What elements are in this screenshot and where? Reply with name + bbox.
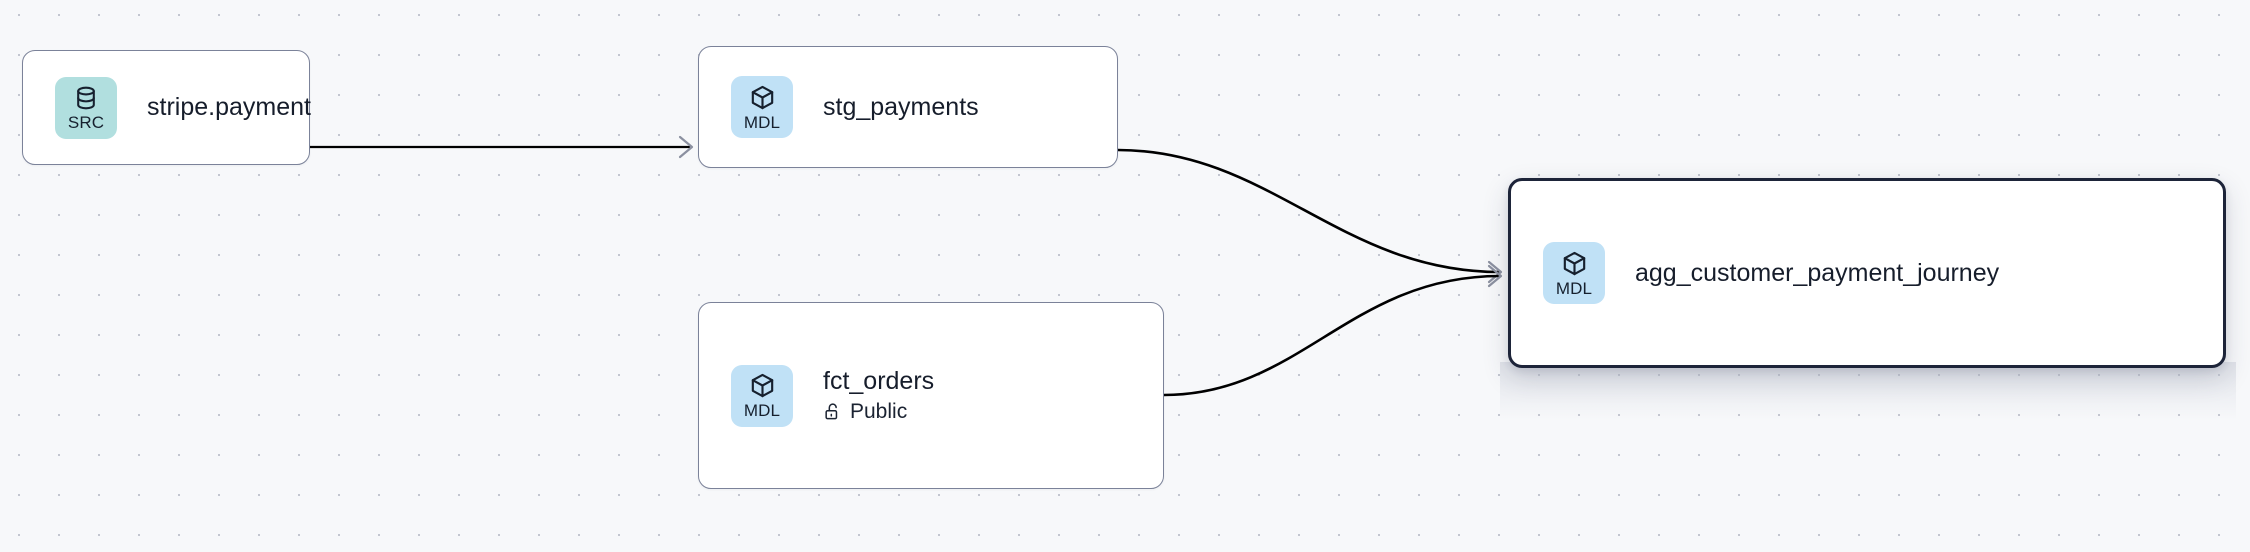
arrowhead-icon xyxy=(1487,260,1503,284)
node-type-badge-mdl: MDL xyxy=(1543,242,1605,304)
node-type-badge-mdl: MDL xyxy=(731,364,793,427)
node-stg-payments[interactable]: MDL stg_payments xyxy=(698,46,1118,168)
unlock-icon xyxy=(825,403,838,420)
node-title: stg_payments xyxy=(823,92,979,121)
node-title: fct_orders xyxy=(823,367,935,396)
node-type-badge-label: MDL xyxy=(743,112,781,132)
node-fct-orders[interactable]: MDL fct_orders Public xyxy=(698,302,1164,489)
node-body: fct_orders Public xyxy=(823,368,934,422)
node-title: agg_customer_payment_journey xyxy=(1635,258,2000,287)
node-body: stg_payments xyxy=(823,92,979,121)
cube-icon xyxy=(751,85,773,109)
cube-icon xyxy=(751,373,773,398)
node-title: stripe.payment xyxy=(147,93,311,122)
node-stripe-payment[interactable]: SRC stripe.payment xyxy=(22,50,311,165)
node-type-badge-label: SRC xyxy=(67,112,105,132)
node-type-badge-mdl: MDL xyxy=(731,76,793,138)
node-body: agg_customer_payment_journey xyxy=(1635,258,2000,287)
edge-fct-orders-to-agg xyxy=(1163,264,1503,397)
node-body: stripe.payment xyxy=(147,93,311,122)
database-icon xyxy=(77,86,95,109)
node-type-badge-src: SRC xyxy=(55,76,117,139)
node-visibility: Public xyxy=(823,399,934,423)
node-type-badge-label: MDL xyxy=(743,401,781,420)
arrowhead-icon xyxy=(678,135,694,159)
node-visibility-label: Public xyxy=(850,399,908,423)
edge-stripe-payment-to-stg-payments xyxy=(310,135,694,159)
cube-icon xyxy=(1563,251,1585,275)
arrowhead-icon xyxy=(1487,264,1503,288)
node-agg-customer-payment-journey[interactable]: MDL agg_customer_payment_journey xyxy=(1508,178,2226,368)
edge-stg-payments-to-agg xyxy=(1117,148,1503,284)
node-type-badge-label: MDL xyxy=(1555,278,1593,298)
selected-node-shadow xyxy=(1500,362,2236,420)
